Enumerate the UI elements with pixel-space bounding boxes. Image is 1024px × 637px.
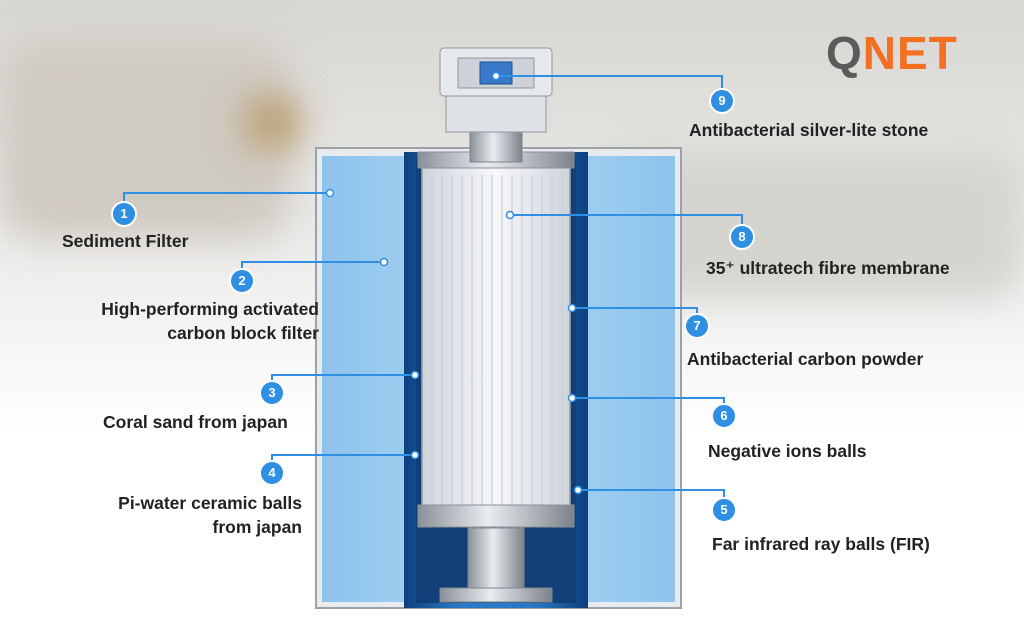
leader-dots	[325, 71, 583, 495]
background-lamp	[245, 95, 300, 150]
qnet-logo: QNET	[826, 28, 958, 78]
label-carbon-powder: Antibacterial carbon powder	[687, 349, 924, 369]
bottom-outlet	[439, 527, 553, 603]
label-silver-lite-stone: Antibacterial silver-lite stone	[689, 120, 929, 140]
label-carbon-block-filter: High-performing activated carbon block f…	[60, 297, 319, 345]
leader-line-5	[578, 489, 725, 500]
leader-line-4	[271, 454, 415, 462]
label-coral-sand: Coral sand from japan	[103, 412, 288, 432]
badge-7: 7	[684, 313, 710, 339]
leader-line-9	[496, 75, 723, 90]
logo-letters-net: NET	[862, 27, 958, 79]
leader-line-2	[241, 261, 384, 270]
leader-line-1	[123, 192, 330, 204]
label-carbon-block-line1: High-performing activated	[101, 299, 319, 319]
badge-2: 2	[229, 268, 255, 294]
badge-1: 1	[111, 201, 137, 227]
label-ceramic-balls-line1: Pi-water ceramic balls	[118, 493, 302, 513]
badge-5: 5	[711, 497, 737, 523]
logo-letter-q: Q	[826, 27, 863, 79]
label-carbon-block-line2: carbon block filter	[167, 323, 319, 343]
badge-3: 3	[259, 380, 285, 406]
badge-4: 4	[259, 460, 285, 486]
label-far-infrared-balls: Far infrared ray balls (FIR)	[712, 534, 930, 554]
leader-line-8	[510, 214, 743, 226]
label-ceramic-balls: Pi-water ceramic balls from japan	[80, 491, 302, 539]
top-cap	[439, 47, 553, 163]
badge-8: 8	[729, 224, 755, 250]
badge-9: 9	[709, 88, 735, 114]
label-negative-ions-balls: Negative ions balls	[708, 441, 867, 461]
label-sediment-filter: Sediment Filter	[62, 231, 189, 251]
background-window	[0, 40, 290, 240]
leader-line-3	[271, 374, 415, 382]
label-fibre-membrane: 35⁺ ultratech fibre membrane	[706, 258, 950, 278]
fibre-membrane	[417, 151, 575, 528]
badge-6: 6	[711, 403, 737, 429]
label-ceramic-balls-line2: from japan	[212, 517, 302, 537]
